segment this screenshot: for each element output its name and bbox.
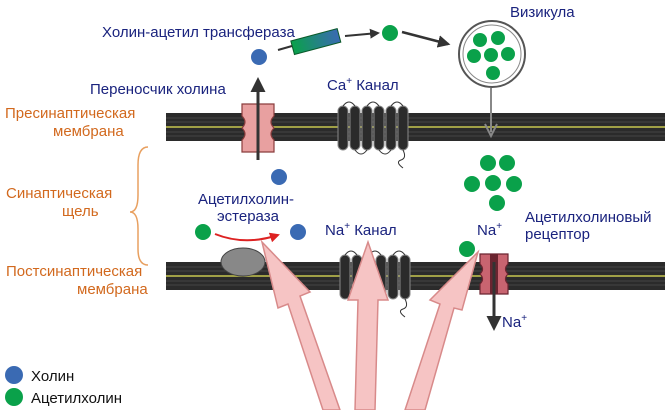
esterase-label-line2: эстераза — [217, 208, 280, 225]
presynaptic-label-line1: Пресинаптическая — [5, 105, 135, 122]
released-ach — [464, 155, 522, 211]
vesicle — [458, 20, 526, 88]
choline-carrier-label: Переносчик холина — [90, 81, 226, 98]
ca-channel-label: Ca+ Канал — [327, 76, 399, 94]
presynaptic-label-line2: мембрана — [53, 123, 124, 140]
postsynaptic-label-line1: Постсинаптическая — [6, 263, 142, 280]
na-top-label: Na+ — [477, 221, 502, 239]
legend-choline-label: Холин — [31, 368, 74, 385]
legend-choline-swatch — [5, 366, 23, 384]
receptor-label-line1: Ацетилхолиновый — [525, 209, 652, 226]
receptor-label-line2: рецептор — [525, 226, 590, 243]
legend: Холин Ацетилхолин — [5, 366, 122, 407]
legend-ach-label: Ацетилхолин — [31, 390, 122, 407]
ach-molecule — [459, 241, 475, 257]
choline-molecule — [290, 224, 306, 240]
transferase-label: Холин-ацетил трансфераза — [102, 24, 295, 41]
synaptic-cleft-label-line1: Синаптическая — [6, 185, 112, 202]
arrow-transferase-to-ach — [344, 28, 380, 39]
vesicle-label: Визикула — [510, 4, 575, 21]
synaptic-cleft-label-line2: щель — [62, 203, 99, 220]
hydrolysis-arrow — [214, 232, 280, 243]
esterase-label-line1: Ацетилхолин- — [198, 191, 294, 208]
na-channel-label: Na+ Канал — [325, 221, 397, 239]
stimulus-arrows — [260, 239, 480, 410]
ca-channel — [337, 101, 409, 169]
transferase-enzyme — [290, 27, 342, 56]
exocytosis-arrow — [484, 88, 498, 139]
ach-molecule — [195, 224, 211, 240]
choline-molecule — [251, 49, 267, 65]
postsynaptic-label-line2: мембрана — [77, 281, 148, 298]
choline-molecule — [271, 169, 287, 185]
ach-molecule — [382, 25, 398, 41]
presynaptic-membrane — [166, 113, 665, 141]
synaptic-cleft-brace — [129, 146, 149, 266]
na-bottom-label: Na+ — [502, 313, 527, 331]
arrow-choline-to-transferase — [277, 45, 293, 51]
esterase-enzyme — [220, 247, 266, 277]
arrow-ach-to-vesicle — [401, 30, 451, 48]
legend-ach-swatch — [5, 388, 23, 406]
